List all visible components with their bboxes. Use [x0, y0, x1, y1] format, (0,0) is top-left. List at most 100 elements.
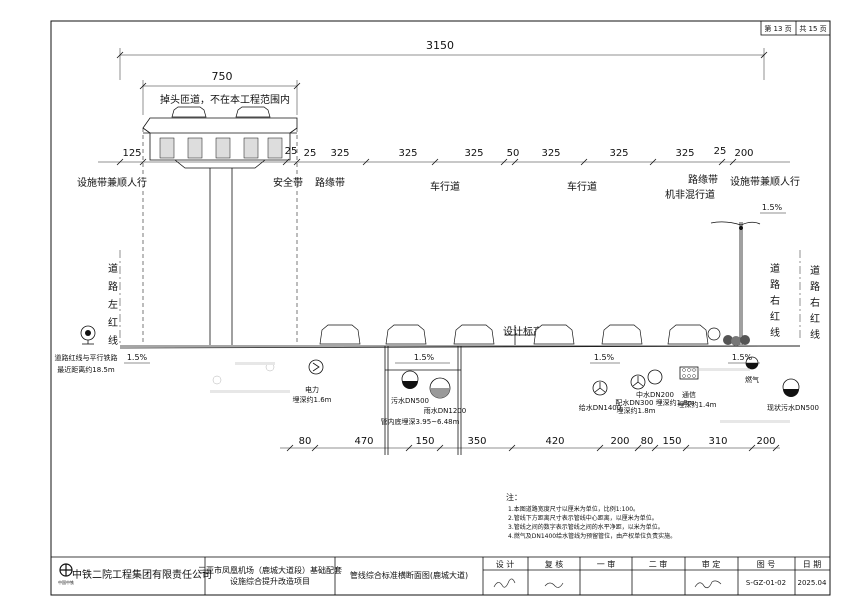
rain-depth: 管内底埋深3.95~6.48m: [381, 417, 460, 426]
water-label: 给水DN1400: [579, 403, 621, 412]
slope-left-mid: 1.5%: [414, 353, 435, 362]
dim-bottom-5: 200: [610, 436, 629, 447]
pipes: 电力 埋深约1.6m 污水DN500 雨水DN1200 管内底埋深3.95~6.…: [293, 356, 819, 426]
dim-top-5: 325: [464, 148, 483, 159]
dim-top-3: 325: [330, 148, 349, 159]
existing-sewage-label: 现状污水DN500: [767, 403, 819, 412]
rail-note-2: 最近距离约18.5m: [57, 365, 115, 374]
label-curb-right: 路缘带: [688, 173, 718, 186]
project-name-1: 三亚市凤凰机场（鹿城大道段）基础配套: [198, 565, 342, 575]
dim-top-1: 25: [285, 146, 298, 157]
drawing-no-label: 图 号: [757, 560, 776, 569]
ground-line: 1.5% 1.5% 1.5% 1.5%: [119, 345, 801, 364]
road-cars: [319, 324, 721, 345]
date-label: 日 期: [803, 560, 822, 569]
drawing-title: 管线综合标准横断面图(鹿城大道): [350, 570, 468, 580]
dim-top-9: 325: [675, 148, 694, 159]
label-lane-left: 车行道: [430, 180, 460, 193]
segment-labels: 设施带兼顺人行 安全带 路缘带 车行道 车行道 路缘带 机非混行道 设施带兼顺人…: [77, 173, 800, 201]
gas-label: 燃气: [745, 375, 759, 384]
right-red-line-label: 道路右红线: [770, 262, 780, 339]
slope-top-right: 1.5%: [760, 203, 786, 214]
rain-label: 雨水DN1200: [424, 406, 466, 415]
segment-dimensions: 125 25 25 325 325 325 50 325 325 325 25 …: [98, 146, 790, 166]
rail-note-1: 道路红线与平行铁路: [55, 353, 118, 362]
page-total: 共 15 页: [799, 24, 826, 33]
distribution-depth: 埋深约1.8m: [617, 406, 656, 415]
label-curb-left: 路缘带: [315, 176, 345, 189]
notes: 注： 1.本图道路宽度尺寸以厘米为单位，比例1:100。 2.管线下方距离尺寸表…: [506, 492, 676, 540]
rain-trench: [384, 346, 462, 455]
telecom-duct-icon: [679, 366, 699, 380]
left-red-line-label: 道路左红线: [108, 262, 118, 347]
dim-bottom-4: 420: [545, 436, 564, 447]
slope-top-right-label: 1.5%: [762, 203, 783, 212]
bridge-dimension: 750 掉头匝道，不在本工程范围内: [139, 70, 301, 115]
label-left-sidewalk: 设施带兼顺人行: [77, 176, 147, 189]
sewage-label: 污水DN500: [391, 396, 429, 405]
water-pipe-icon: [592, 380, 608, 396]
telecom-label: 通信: [682, 390, 696, 399]
label-nonmotor: 机非混行道: [665, 188, 715, 201]
design-elevation-label: 设计标高: [503, 325, 543, 338]
viaduct-bridge: [142, 106, 298, 345]
page-current: 第 13 页: [764, 24, 791, 33]
bridge-note: 掉头匝道，不在本工程范围内: [160, 93, 290, 106]
note-3: 3.管线之间的数字表示管线之间的水平净距，以米为单位。: [508, 523, 664, 531]
logo-text: 中国中铁: [58, 579, 74, 585]
dim-bottom-7: 150: [662, 436, 681, 447]
dim-bottom-6: 80: [641, 436, 654, 447]
slope-left: 1.5%: [127, 353, 148, 362]
first-audit-label: 一 审: [597, 559, 616, 569]
dim-bottom-8: 310: [708, 436, 727, 447]
reclaimed-pipe-icon: [630, 374, 646, 390]
dimension-bridge: 750: [212, 70, 233, 83]
power-depth: 埋深约1.6m: [293, 395, 332, 404]
drawing-number: S-GZ-01-02: [746, 579, 786, 587]
street-light: [710, 221, 761, 345]
approve-signature: [694, 580, 722, 589]
page-box: 第 13 页 共 15 页: [760, 20, 831, 36]
watermark-stamps: [210, 362, 790, 423]
slope-center: 1.5%: [594, 353, 615, 362]
sheet-frame: [50, 20, 831, 596]
dim-bottom-1: 470: [354, 436, 373, 447]
dim-top-0: 125: [122, 148, 141, 159]
reclaimed-label: 中水DN200: [636, 390, 674, 399]
power-pipe-icon: [308, 359, 324, 375]
dim-top-2: 25: [304, 148, 317, 159]
note-1: 1.本图道路宽度尺寸以厘米为单位，比例1:100。: [508, 505, 639, 513]
distribution-label: 配水DN300 埋深约1.8m: [615, 398, 694, 407]
project-name-2: 设施综合提升改造项目: [230, 576, 310, 586]
telecom-depth: 埋深约1.4m: [678, 400, 717, 409]
dim-bottom-2: 150: [415, 436, 434, 447]
review-label: 复 核: [545, 559, 564, 569]
dim-top-7: 325: [541, 148, 560, 159]
note-2: 2.管线下方距离尺寸表示管线中心距离，以厘米为单位。: [508, 514, 658, 522]
design-signature: [493, 578, 516, 588]
dim-top-4: 325: [398, 148, 417, 159]
dim-bottom-0: 80: [299, 436, 312, 447]
company-logo: 中国中铁: [58, 563, 74, 585]
dim-top-11: 200: [734, 148, 753, 159]
dim-top-10: 25: [714, 146, 727, 157]
overall-dimension: 3150: [116, 39, 768, 80]
pipe-spacing-dimensions: 80 470 150 350 420 200 80 150 310 200: [280, 436, 780, 452]
dim-top-8: 325: [609, 148, 628, 159]
title-block: 中国中铁 中铁二院工程集团有限责任公司 三亚市凤凰机场（鹿城大道段）基础配套 设…: [50, 556, 831, 596]
label-safety-strip: 安全带: [273, 176, 303, 189]
approve-label: 审 定: [702, 559, 721, 569]
distribution-pipe-icon: [647, 369, 663, 385]
review-signature: [544, 582, 564, 588]
shrubs: [723, 335, 750, 346]
dimension-overall: 3150: [426, 39, 454, 52]
dim-bottom-9: 200: [756, 436, 775, 447]
right-red-line-label-2: 道路右红线: [810, 264, 820, 341]
design-label: 设 计: [496, 559, 515, 569]
slope-right: 1.5%: [732, 353, 753, 362]
company-name: 中铁二院工程集团有限责任公司: [72, 568, 212, 581]
note-4: 4.燃气及DN1400给水管线为预留管位，由产权单位负责实施。: [508, 532, 676, 540]
label-right-sidewalk: 设施带兼顺人行: [730, 175, 800, 188]
red-lines: 道路左红线 道路右红线 道路右红线: [108, 250, 820, 347]
